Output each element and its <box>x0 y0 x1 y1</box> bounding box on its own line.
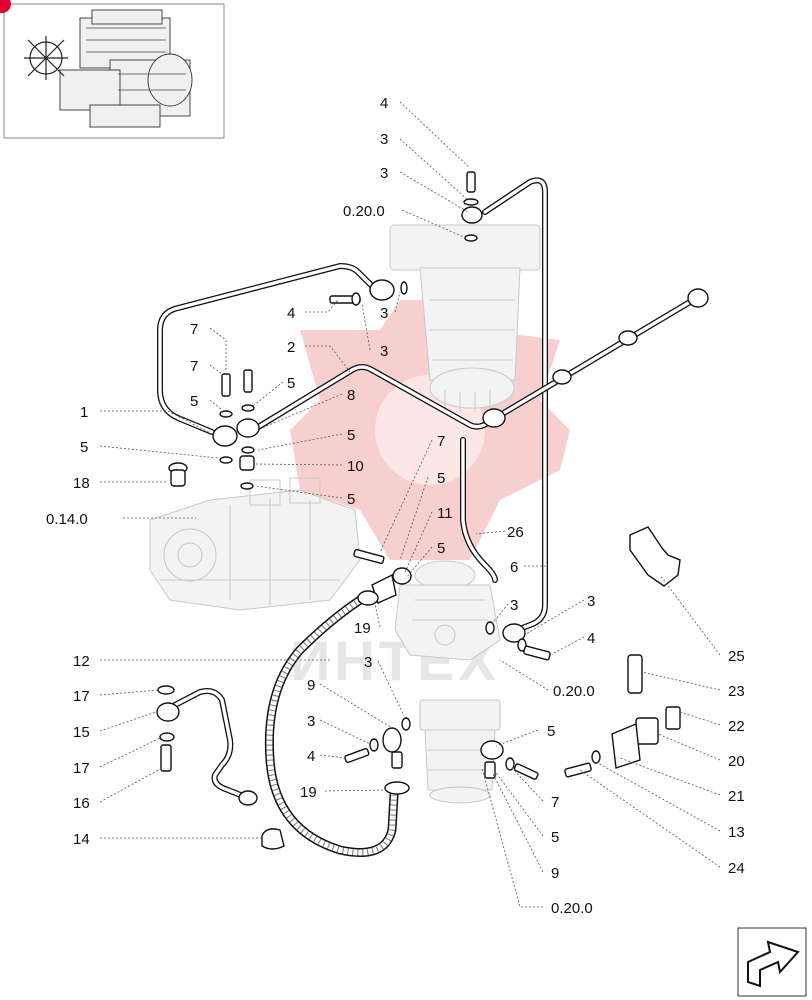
callout-label[interactable]: 12 <box>73 653 90 670</box>
callout-label[interactable]: 17 <box>73 760 90 777</box>
callout-label[interactable]: 24 <box>728 860 745 877</box>
callout-label[interactable]: 3 <box>380 343 388 360</box>
callout-label[interactable]: 25 <box>728 648 745 665</box>
callout-label[interactable]: 5 <box>551 829 559 846</box>
callout-label[interactable]: 5 <box>80 439 88 456</box>
callout-label[interactable]: 3 <box>364 654 372 671</box>
callout-label[interactable]: 17 <box>73 688 90 705</box>
callout-label[interactable]: 7 <box>551 794 559 811</box>
callout-label[interactable]: 22 <box>728 718 745 735</box>
callout-label[interactable]: 5 <box>190 393 198 410</box>
callout-label[interactable]: 19 <box>354 620 371 637</box>
callout-label[interactable]: 19 <box>300 784 317 801</box>
callout-label[interactable]: 0.20.0 <box>551 900 593 917</box>
callout-label[interactable]: 1 <box>80 404 88 421</box>
injection-pump-ghost <box>149 477 361 611</box>
callout-label[interactable]: 3 <box>380 305 388 322</box>
callout-label[interactable]: 5 <box>287 375 295 392</box>
callout-label[interactable]: 21 <box>728 788 745 805</box>
callout-label[interactable]: 5 <box>347 491 355 508</box>
callout-label[interactable]: 4 <box>287 305 295 322</box>
callout-label[interactable]: 13 <box>728 824 745 841</box>
callout-label[interactable]: 26 <box>507 524 524 541</box>
callout-label[interactable]: 7 <box>437 433 445 450</box>
engine-thumbnail[interactable] <box>3 3 225 139</box>
callout-label[interactable]: 14 <box>73 831 90 848</box>
callout-label[interactable]: 9 <box>551 865 559 882</box>
callout-label[interactable]: 4 <box>380 95 388 112</box>
secondary-filter-ghost <box>419 699 501 804</box>
callout-labels: 4 3 3 0.20.0 4 3 3 7 2 7 5 5 8 1 5 5 7 1… <box>46 95 745 917</box>
next-page-arrow-icon[interactable] <box>737 927 807 997</box>
callout-label[interactable]: 5 <box>437 540 445 557</box>
feed-pump-ghost <box>394 560 501 661</box>
fuel-filter-ghost <box>389 224 541 412</box>
callout-label[interactable]: 7 <box>190 358 198 375</box>
callout-label[interactable]: 11 <box>437 505 453 522</box>
leader-lines <box>99 101 721 908</box>
callout-label[interactable]: 10 <box>347 458 364 475</box>
callout-label[interactable]: 23 <box>728 683 745 700</box>
callout-label[interactable]: 7 <box>190 321 198 338</box>
corner-badge-icon <box>0 0 11 13</box>
callout-label[interactable]: 2 <box>287 339 295 356</box>
callout-label[interactable]: 5 <box>347 427 355 444</box>
callout-label[interactable]: 3 <box>380 131 388 148</box>
callout-label[interactable]: 8 <box>347 387 355 404</box>
fittings <box>156 171 709 850</box>
callout-label[interactable]: 18 <box>73 475 90 492</box>
callout-label[interactable]: 5 <box>437 470 445 487</box>
callout-label[interactable]: 0.20.0 <box>553 683 595 700</box>
callout-label[interactable]: 4 <box>587 630 595 647</box>
callout-label[interactable]: 9 <box>307 677 315 694</box>
callout-label[interactable]: 16 <box>73 795 90 812</box>
callout-label[interactable]: 3 <box>307 713 315 730</box>
callout-label[interactable]: 15 <box>73 724 90 741</box>
callout-label[interactable]: 3 <box>587 593 595 610</box>
callout-label[interactable]: 20 <box>728 753 745 770</box>
callout-label[interactable]: 3 <box>380 165 388 182</box>
callout-label[interactable]: 3 <box>510 597 518 614</box>
callout-label[interactable]: 6 <box>510 559 518 576</box>
callout-label[interactable]: 4 <box>307 748 315 765</box>
callout-label[interactable]: 5 <box>547 723 555 740</box>
callout-label[interactable]: 0.20.0 <box>343 203 385 220</box>
callout-label[interactable]: 0.14.0 <box>46 511 88 528</box>
